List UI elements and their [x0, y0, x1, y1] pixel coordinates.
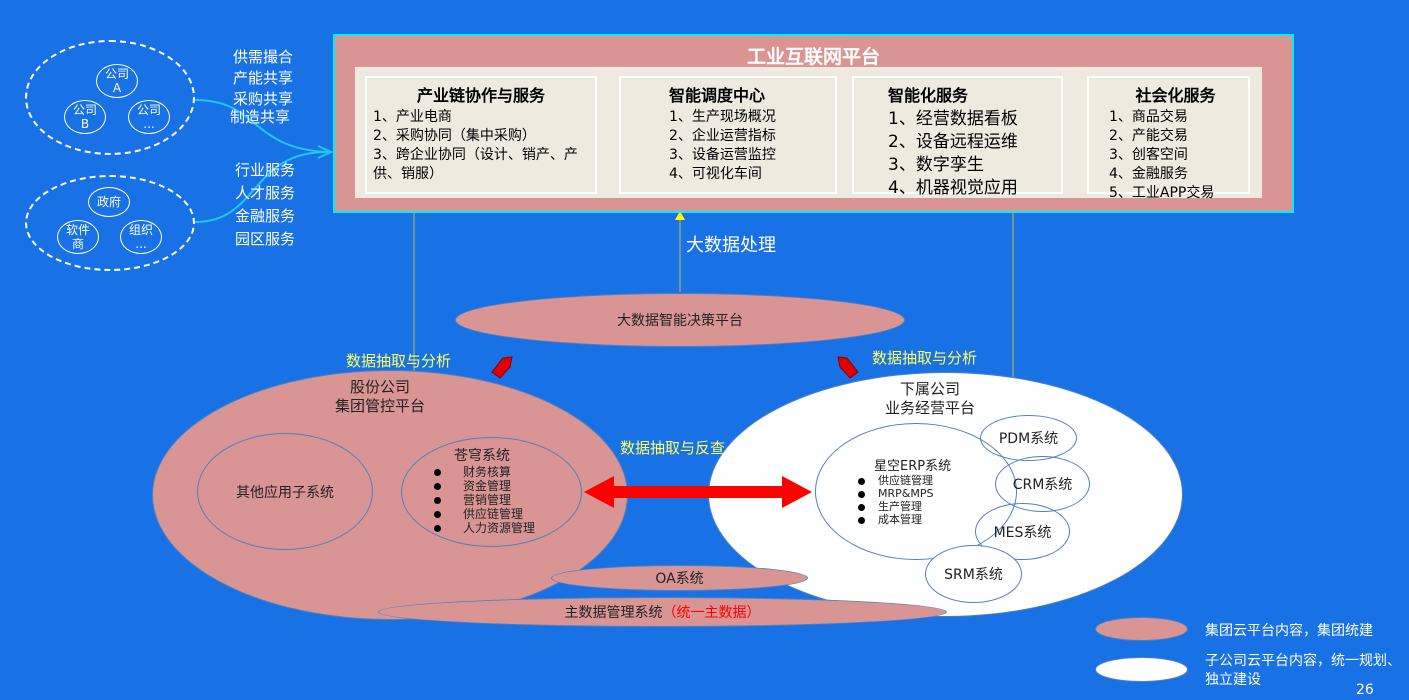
extract-analyze-left: 数据抽取与分析 [346, 352, 452, 370]
up-arrow-right [837, 356, 859, 379]
oa-system: OA系统 [551, 565, 808, 591]
extract-query-label: 数据抽取与反查 [620, 439, 726, 457]
pdm-system: PDM系统 [980, 415, 1077, 461]
cangqiong-content: 苍穹系统 财务核算 资金管理 营销管理 供应链管理 人力资源管理 [434, 445, 535, 535]
legend-white-swatch [1095, 657, 1188, 682]
company-a: 公司 A [96, 64, 138, 98]
page-number: 26 [1356, 682, 1374, 698]
organization-more: 组织 ... [120, 220, 162, 254]
company-more: 公司 ... [128, 100, 170, 134]
company-b: 公司 B [64, 100, 106, 134]
erp-content: 星空ERP系统 供应链管理 MRP&MPS 生产管理 成本管理 [858, 455, 951, 526]
legend-sub: 子公司云平台内容，统一规划、独立建设 [1205, 653, 1401, 688]
sub-title: 下属公司业务经营平台 [884, 380, 975, 417]
bidirectional-arrow [584, 476, 812, 508]
srm-system: SRM系统 [925, 545, 1022, 603]
cangqiong-system [401, 437, 582, 547]
group-title: 股份公司集团管控平台 [334, 378, 425, 415]
bigdata-label: 大数据处理 [686, 235, 776, 256]
other-subsystems: 其他应用子系统 [197, 433, 373, 550]
labels-top: 供需撮合产能共享采购共享制造共享 [230, 48, 294, 126]
mes-system: MES系统 [975, 503, 1070, 560]
labels-bottom: 行业服务人才服务金融服务园区服务 [235, 161, 296, 248]
decision-platform: 大数据智能决策平台 [455, 293, 905, 347]
legend-pink-swatch [1095, 617, 1188, 641]
software-vendor: 软件 商 [57, 220, 99, 254]
master-data-system: 主数据管理系统（统一主数据） [378, 597, 947, 627]
companies-group [25, 40, 195, 155]
extract-analyze-right: 数据抽取与分析 [872, 349, 978, 367]
up-arrow-left [491, 356, 513, 379]
legend-group: 集团云平台内容，集团统建 [1205, 623, 1373, 639]
government: 政府 [88, 187, 130, 217]
orgs-group [25, 175, 195, 271]
platform-title: 工业互联网平台 [746, 46, 880, 68]
